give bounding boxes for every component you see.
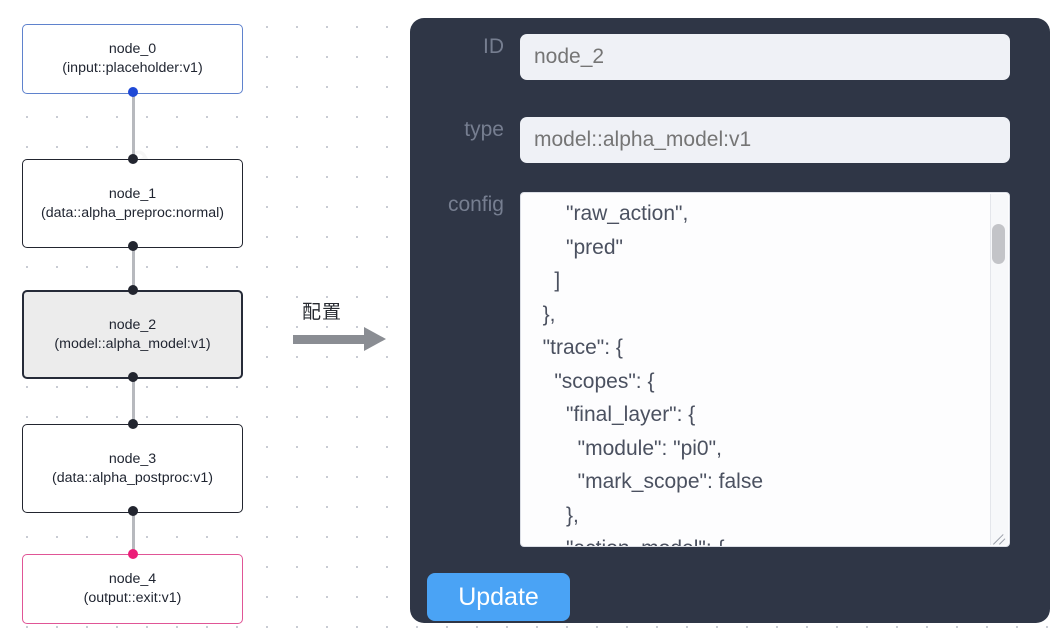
id-input[interactable] bbox=[520, 34, 1010, 80]
node-type: (data::alpha_preproc:normal) bbox=[41, 204, 224, 221]
graph-node-node_4[interactable]: node_4 (output::exit:v1) bbox=[22, 554, 243, 624]
node-handle-target-node_3[interactable] bbox=[128, 419, 138, 429]
node-name: node_0 bbox=[108, 41, 157, 57]
node-type: (data::alpha_postproc:v1) bbox=[52, 469, 213, 486]
id-field-label: ID bbox=[483, 35, 504, 58]
config-field-label: config bbox=[447, 193, 504, 216]
arrow-shaft-icon bbox=[293, 335, 367, 344]
transition-arrow-group: 配置 bbox=[293, 297, 393, 359]
graph-edge bbox=[132, 377, 135, 427]
graph-node-node_0[interactable]: node_0 (input::placeholder:v1) bbox=[22, 24, 243, 94]
node-name: node_1 bbox=[108, 185, 157, 202]
node-handle-source-node_3[interactable] bbox=[128, 506, 138, 516]
field-row-type: type bbox=[410, 117, 1010, 163]
type-field-label: type bbox=[464, 118, 504, 141]
node-handle-target-node_2[interactable] bbox=[128, 285, 138, 295]
node-graph[interactable]: node_0 (input::placeholder:v1) node_1 (d… bbox=[0, 0, 400, 643]
graph-node-node_3[interactable]: node_3 (data::alpha_postproc:v1) bbox=[22, 424, 243, 513]
update-button[interactable]: Update bbox=[427, 573, 570, 621]
node-handle-source-node_1[interactable] bbox=[128, 241, 138, 251]
transition-label: 配置 bbox=[302, 301, 343, 323]
field-row-config: config "raw_action", "pred" ] }, "trace"… bbox=[410, 192, 1010, 547]
node-handle-target-node_4[interactable] bbox=[128, 549, 138, 559]
node-handle-source-node_0[interactable] bbox=[128, 87, 138, 97]
graph-node-node_1[interactable]: node_1 (data::alpha_preproc:normal) bbox=[22, 159, 243, 248]
field-row-id: ID bbox=[410, 34, 1010, 80]
config-scrollbar-thumb[interactable] bbox=[992, 224, 1005, 264]
graph-edge bbox=[132, 246, 135, 294]
node-handle-source-node_2[interactable] bbox=[128, 372, 138, 382]
config-editor-wrap: "raw_action", "pred" ] }, "trace": { "sc… bbox=[520, 192, 1010, 547]
node-type: (output::exit:v1) bbox=[83, 590, 182, 606]
graph-edge bbox=[132, 92, 135, 162]
config-scrollbar-track[interactable] bbox=[990, 194, 1008, 545]
type-input[interactable] bbox=[520, 117, 1010, 163]
config-textarea[interactable]: "raw_action", "pred" ] }, "trace": { "sc… bbox=[520, 192, 1010, 547]
graph-node-node_2[interactable]: node_2 (model::alpha_model:v1) bbox=[22, 290, 243, 379]
node-name: node_4 bbox=[108, 571, 157, 587]
node-handle-target-node_1[interactable] bbox=[128, 154, 138, 164]
node-name: node_3 bbox=[108, 450, 157, 467]
graph-edge bbox=[132, 511, 135, 557]
node-inspector-panel: ID type config "raw_action", "pred" ] },… bbox=[410, 18, 1050, 623]
arrow-head-icon bbox=[364, 327, 386, 351]
node-name: node_2 bbox=[108, 316, 157, 333]
resize-handle-icon[interactable] bbox=[992, 530, 1008, 546]
node-type: (input::placeholder:v1) bbox=[62, 60, 203, 76]
node-type: (model::alpha_model:v1) bbox=[54, 335, 211, 352]
